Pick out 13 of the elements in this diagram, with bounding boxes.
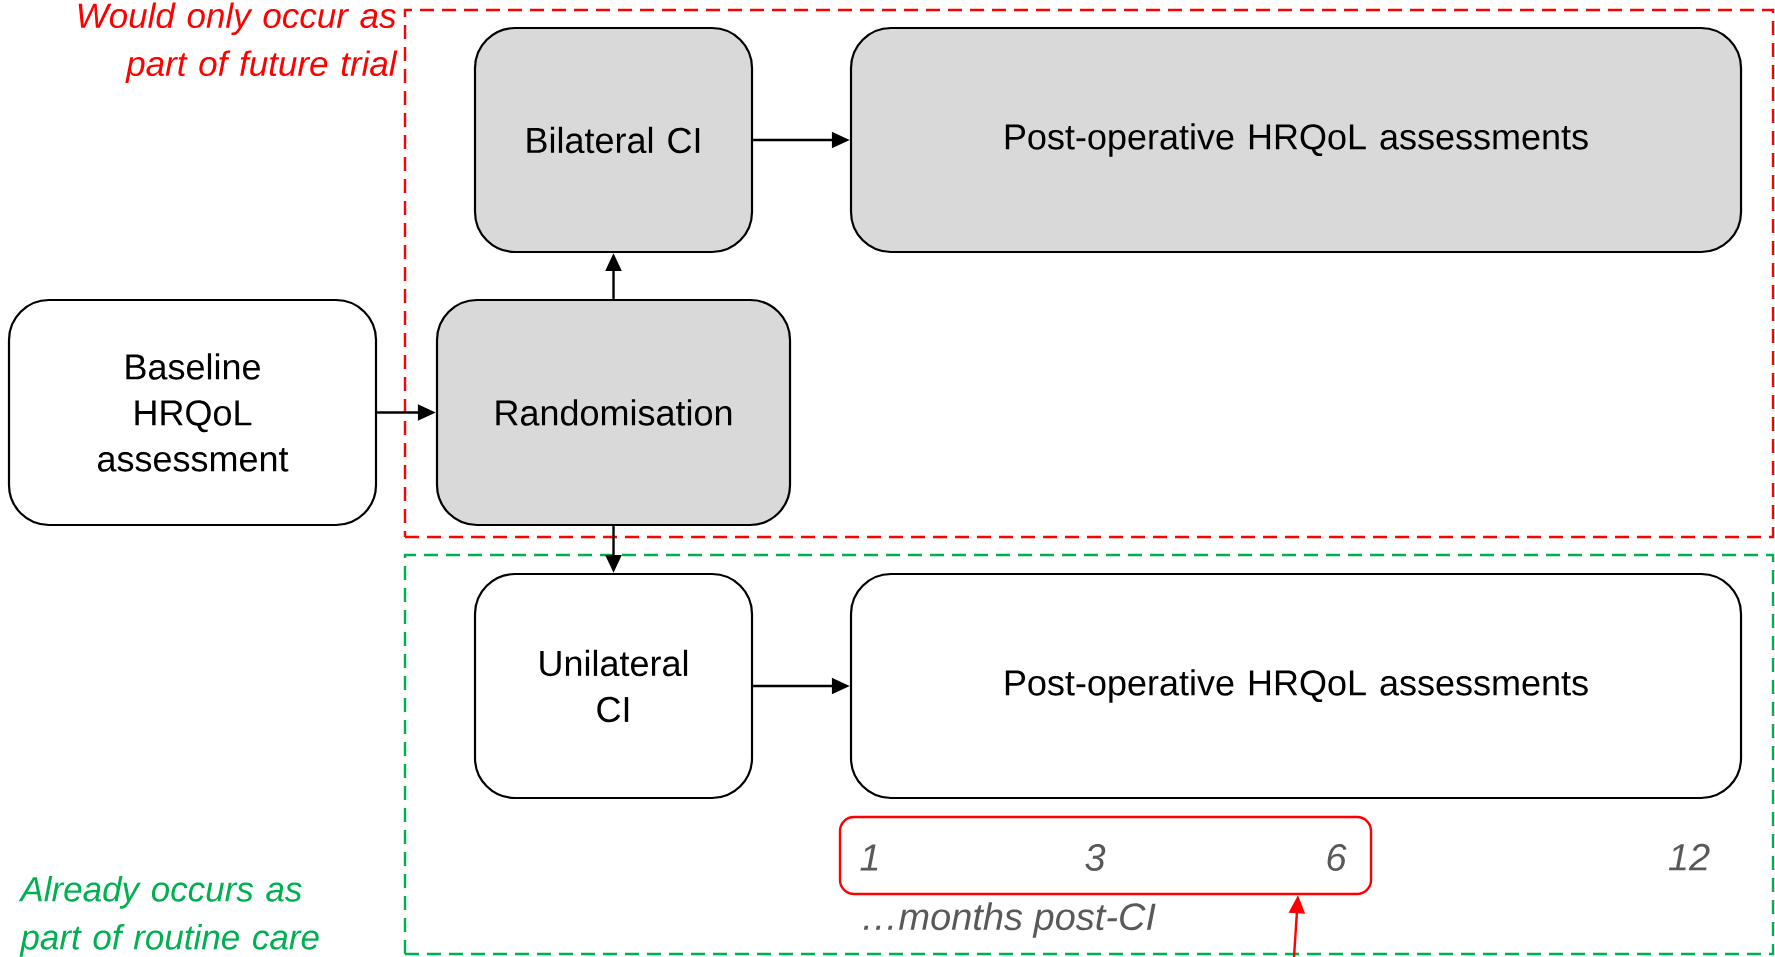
axis-caption: …months post-CI: [863, 902, 1156, 938]
month-number: 6: [1327, 844, 1347, 871]
process-box: Bilateral CI: [473, 26, 754, 254]
month-number: 12: [1668, 843, 1710, 871]
month-number: 3: [1085, 844, 1106, 871]
process-box: Post-operative HRQoL assessments: [849, 26, 1743, 254]
process-box: Baseline HRQoL assessment: [7, 298, 378, 527]
region-heading: Would only occur as part of future trial: [78, 2, 398, 84]
process-box: Unilateral CI: [473, 572, 754, 800]
process-box: Randomisation: [435, 298, 792, 527]
region-heading: Already occurs as part of routine care: [18, 875, 319, 957]
process-box: Post-operative HRQoL assessments: [849, 572, 1743, 800]
month-number: 1: [860, 844, 878, 871]
